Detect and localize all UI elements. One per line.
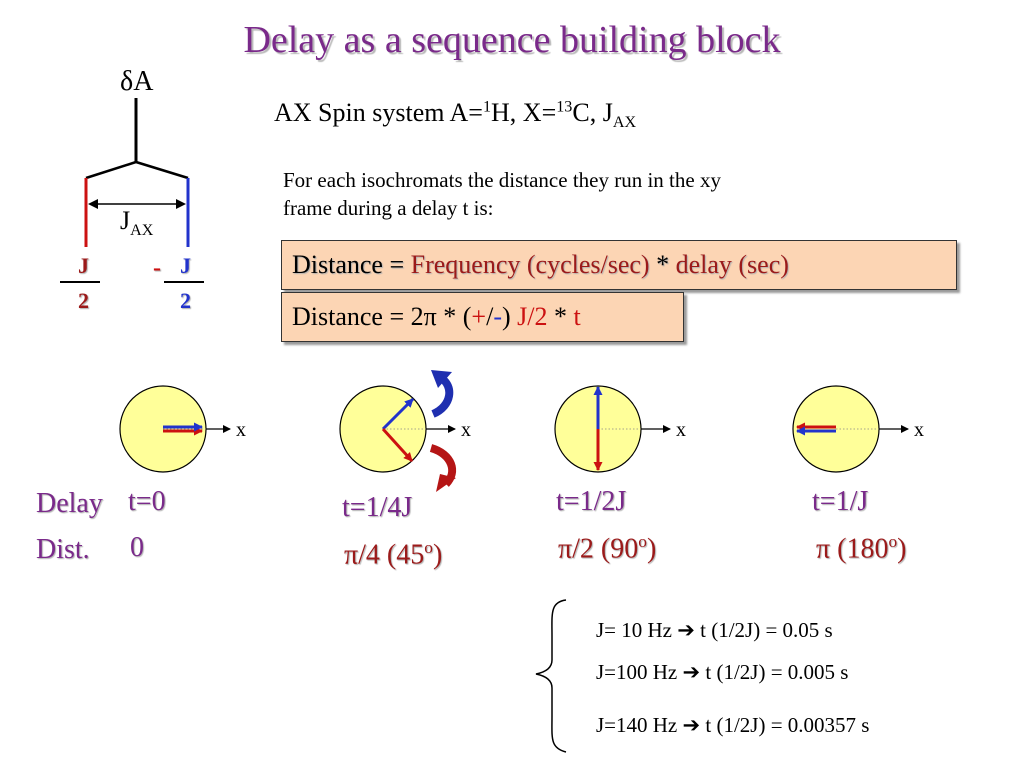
state-time-0: t=0 (128, 486, 166, 517)
example-row-1: J= 10 Hz ➔ t (1/2J) = 0.05 s (596, 618, 833, 642)
spin-system-heading: AX Spin system A=1H, X=13C, JAX (274, 98, 637, 132)
axis-x-label: x (236, 419, 246, 441)
state-time-3: t=1/J (812, 486, 869, 517)
vector-red (381, 427, 414, 463)
right-fraction-den: 2 (180, 288, 191, 313)
left-fraction-den: 2 (78, 288, 89, 313)
right-fraction-bar (164, 281, 204, 283)
j-arrow-right-head (176, 199, 186, 209)
formula-box-2: Distance = 2π * (+/-) J/2 * t (281, 292, 684, 342)
delta-a-label: δA (120, 66, 154, 97)
splitting-diagram (84, 98, 190, 247)
description: For each isochromats the distance they r… (283, 168, 721, 220)
formula-box-1: Distance = Frequency (cycles/sec) * dela… (281, 240, 957, 290)
axis-x-label: x (461, 419, 471, 441)
rotation-arrow-red (429, 444, 457, 492)
state-quarter-circle: x (339, 370, 471, 492)
j-arrow-left-head (88, 199, 98, 209)
split-left-branch (85, 160, 137, 180)
state-dist-3: π (180o) (816, 532, 907, 565)
state-time-1: t=1/4J (342, 492, 413, 523)
state-dist-0: 0 (130, 532, 144, 563)
state-time-2: t=1/2J (556, 486, 627, 517)
split-right-branch (135, 160, 189, 180)
dist-row-label: Dist. (36, 534, 90, 565)
state-t0-circle: x (119, 385, 246, 473)
state-dist-1: π/4 (45o) (344, 538, 443, 571)
right-fraction-sign: - (153, 255, 161, 281)
state-half-circle: x (554, 385, 686, 473)
j-ax-label: JAX (120, 206, 154, 240)
curly-brace (535, 599, 567, 753)
axis-x-label: x (914, 419, 924, 441)
example-row-2: J=100 Hz ➔ t (1/2J) = 0.005 s (596, 660, 849, 684)
axis-x-label: x (676, 419, 686, 441)
example-row-3: J=140 Hz ➔ t (1/2J) = 0.00357 s (596, 713, 870, 737)
state-dist-2: π/2 (90o) (558, 532, 657, 565)
state-full-circle: x (792, 385, 924, 473)
right-fraction-num: J (180, 253, 191, 278)
left-fraction-num: J (78, 253, 89, 278)
delay-row-label: Delay (36, 488, 103, 519)
rotation-arrow-blue (431, 370, 454, 418)
vector-blue (381, 397, 415, 431)
precession-diagrams: x x x x (119, 370, 924, 492)
page-title: Delay as a sequence building block (243, 19, 781, 61)
left-fraction-bar (60, 281, 100, 283)
